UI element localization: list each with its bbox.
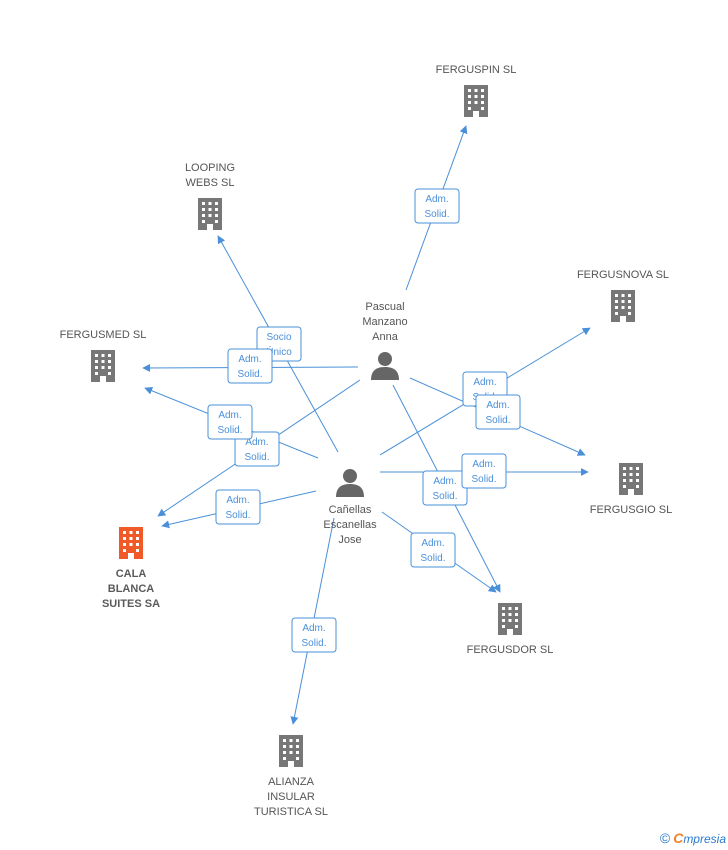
node-label: ALIANZA — [268, 776, 315, 788]
brand-initial: C — [673, 830, 684, 846]
relation-label-text: Solid. — [217, 425, 242, 436]
brand-name: mpresia — [683, 832, 726, 846]
node-fergusnova[interactable]: FERGUSNOVA SL — [577, 269, 669, 322]
nodes-layer: FERGUSPIN SL LOOPING WEBS SL FERGUSNOVA SL F… — [60, 64, 673, 818]
relation-label-text: Solid. — [432, 491, 457, 502]
node-label: FERGUSPIN SL — [436, 64, 517, 76]
building-icon — [498, 603, 522, 635]
relation-label-canellas-fergusgio[interactable]: Adm. Solid. — [461, 453, 507, 489]
relation-label-text: Solid. — [244, 452, 269, 463]
relation-label-text: Adm. — [486, 400, 509, 411]
node-label: Pascual — [365, 301, 404, 313]
node-looping[interactable]: LOOPING WEBS SL — [185, 162, 235, 230]
relation-label-text: Solid. — [471, 474, 496, 485]
relation-label-text: Solid. — [420, 553, 445, 564]
building-icon — [619, 463, 643, 495]
node-label: CALA — [116, 568, 147, 580]
node-label: INSULAR — [267, 791, 315, 803]
relation-label-text: Adm. — [421, 538, 444, 549]
node-cala[interactable]: CALA BLANCA SUITES SA — [102, 527, 160, 610]
relation-label-pascual-fergusdor[interactable]: Adm. Solid. — [422, 470, 468, 506]
building-icon — [279, 735, 303, 767]
relation-label-pascual-ferguspin[interactable]: Adm. Solid. — [414, 188, 460, 224]
copyright-symbol: © — [659, 830, 671, 846]
node-label: Anna — [372, 331, 399, 343]
relation-label-text: Solid. — [225, 510, 250, 521]
node-fergusdor[interactable]: FERGUSDOR SL — [467, 603, 554, 656]
person-icon — [336, 469, 364, 497]
node-label: FERGUSDOR SL — [467, 644, 554, 656]
relation-label-text: Adm. — [472, 459, 495, 470]
building-icon — [611, 290, 635, 322]
relation-label-text: Único — [266, 345, 292, 358]
relation-label-text: Adm. — [473, 377, 496, 388]
building-icon — [198, 198, 222, 230]
relation-label-canellas-fergusdor[interactable]: Adm. Solid. — [410, 532, 456, 568]
node-label: FERGUSNOVA SL — [577, 269, 669, 281]
building-icon — [464, 85, 488, 117]
relation-label-text: Adm. — [245, 437, 268, 448]
node-ferguspin[interactable]: FERGUSPIN SL — [436, 64, 517, 117]
node-label: Manzano — [362, 316, 407, 328]
node-label: LOOPING — [185, 162, 235, 174]
node-label: TURISTICA SL — [254, 806, 328, 818]
relation-label-text: Solid. — [301, 638, 326, 649]
relation-label-text: Adm. — [302, 623, 325, 634]
node-label: Jose — [338, 534, 361, 546]
relation-label-text: Solid. — [424, 209, 449, 220]
person-icon — [371, 352, 399, 380]
node-fergusmed[interactable]: FERGUSMED SL — [60, 329, 147, 382]
relation-label-text: Adm. — [425, 194, 448, 205]
building-icon — [91, 350, 115, 382]
relation-label-pascual-fergusmed[interactable]: Adm. Solid. — [227, 348, 273, 384]
relation-label-text: Solid. — [485, 415, 510, 426]
relation-label-text: Solid. — [237, 369, 262, 380]
node-label: WEBS SL — [186, 177, 235, 189]
building-icon — [119, 527, 143, 559]
node-label: Escanellas — [323, 519, 377, 531]
relation-label-text: Adm. — [218, 410, 241, 421]
node-label: FERGUSGIO SL — [590, 504, 673, 516]
relation-label-text: Adm. — [433, 476, 456, 487]
relation-labels-layer: Adm.Solid.SocioÚnicoAdm.Solid.Adm.Solid.… — [207, 188, 521, 653]
relation-label-pascual-cala[interactable]: Adm. Solid. — [234, 431, 280, 467]
relation-label-canellas-alianza[interactable]: Adm. Solid. — [291, 617, 337, 653]
relation-label-canellas-fergusmed[interactable]: Adm. Solid. — [207, 404, 253, 440]
node-label: Cañellas — [329, 504, 372, 516]
relation-label-text: Adm. — [226, 495, 249, 506]
node-fergusgio[interactable]: FERGUSGIO SL — [590, 463, 673, 516]
relation-label-canellas-fergusnova[interactable]: Adm. Solid. — [475, 394, 521, 430]
node-alianza[interactable]: ALIANZA INSULAR TURISTICA SL — [254, 735, 328, 818]
relation-label-text: Socio — [266, 332, 291, 343]
node-label: FERGUSMED SL — [60, 329, 147, 341]
relation-label-text: Adm. — [238, 354, 261, 365]
node-label: BLANCA — [108, 583, 154, 595]
node-label: SUITES SA — [102, 598, 160, 610]
empresia-brand[interactable]: ©Cmpresia — [660, 830, 726, 846]
relation-label-canellas-cala[interactable]: Adm. Solid. — [215, 489, 261, 525]
